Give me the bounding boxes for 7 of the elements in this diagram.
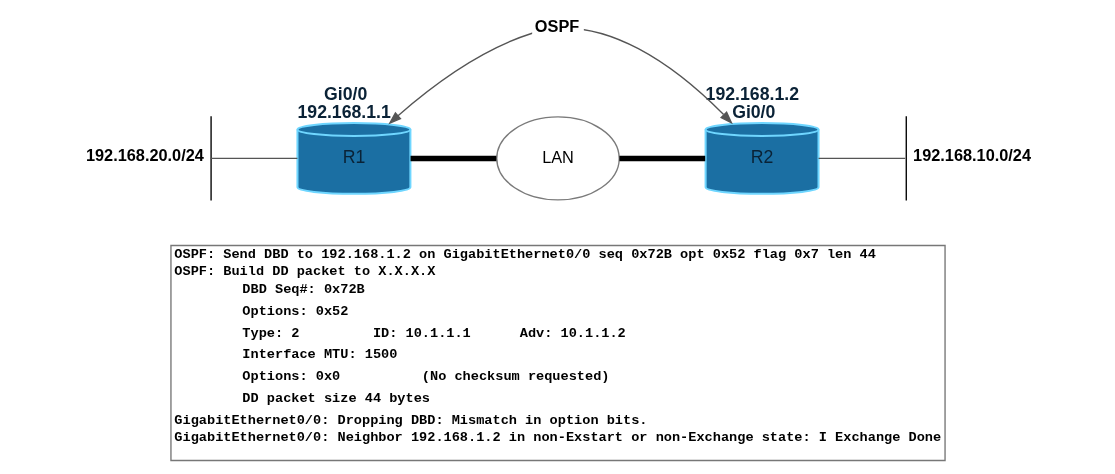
node-label: 192.168.1.2: [705, 84, 799, 105]
node-label: Gi0/0: [323, 84, 367, 105]
node-text: 192.168.20.0/24: [85, 146, 204, 165]
node-label: 192.168.1.1: [296, 102, 391, 123]
edge-label: OSPF: [534, 17, 579, 36]
node-text: 192.168.10.0/24: [912, 146, 1031, 165]
node-label: Gi0/0: [731, 102, 775, 123]
